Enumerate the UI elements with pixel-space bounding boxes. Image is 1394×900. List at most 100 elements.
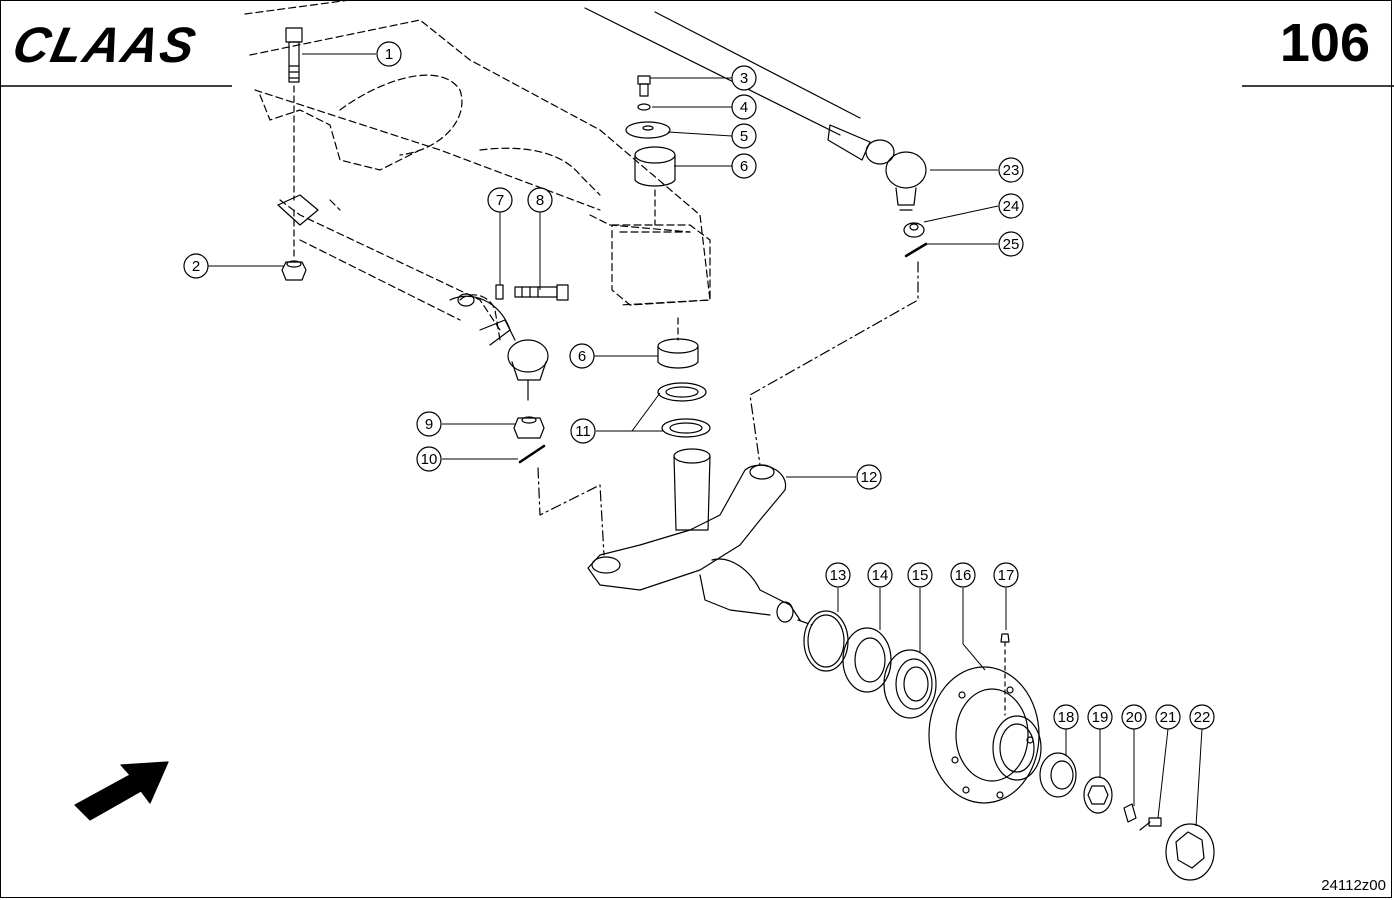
bolt-1 [285,27,303,83]
callout-label: 11 [575,423,591,440]
callout-circle [1053,704,1079,730]
callout-label: 7 [496,192,504,209]
bolt-3 [637,75,651,97]
callout-20: 20 [1121,704,1147,730]
callout-22: 22 [1189,704,1215,730]
callout-circle [416,411,442,437]
callout-8: 8 [527,187,553,213]
callout-18: 18 [1053,704,1079,730]
bearing-15 [883,649,937,719]
hub-nut-19 [1083,776,1113,814]
callout-9: 9 [416,411,442,437]
callout-circle [856,464,882,490]
callout-circle [867,562,893,588]
bolt-21 [1139,817,1162,831]
bolt-8 [514,284,569,301]
callout-circle [376,41,402,67]
callout-label: 6 [578,348,586,365]
callout-1: 1 [376,41,402,67]
callout-label: 21 [1160,709,1177,726]
callout-circle [183,253,209,279]
steering-cylinder [277,194,516,346]
callout-17: 17 [993,562,1019,588]
callout-circle [950,562,976,588]
callout-label: 10 [421,451,438,468]
callout-label: 24 [1003,198,1020,215]
steering-knuckle-12 [587,448,801,623]
pin-7 [495,284,504,300]
callout-label: 17 [998,567,1015,584]
callout-label: 4 [740,99,748,116]
callout-11: 11 [570,418,596,444]
leader-lines [208,53,1203,827]
callout-circle [1155,704,1181,730]
tie-rod [584,7,871,161]
callout-label: 18 [1058,709,1075,726]
page-number: 106 [1279,13,1370,73]
cover-plate-5 [625,121,671,139]
callout-10: 10 [416,446,442,472]
hub-cap-22 [1165,823,1215,881]
callout-circle [570,418,596,444]
callout-circle [998,157,1024,183]
castle-nut-24 [903,222,925,238]
callout-circle [1087,704,1113,730]
callout-label: 12 [861,469,878,486]
callout-circle [731,123,757,149]
callout-21: 21 [1155,704,1181,730]
callout-6: 6 [731,153,757,179]
callout-circle [998,231,1024,257]
callout-circle [731,65,757,91]
callout-label: 6 [740,158,748,175]
callout-circle [569,343,595,369]
callout-12: 12 [856,464,882,490]
callout-label: 13 [830,567,847,584]
callout-circle [527,187,553,213]
assembly-guide-lines [537,261,919,626]
drawing-id: 24112z00 [1321,877,1386,894]
ball-joint [507,339,549,401]
knuckle-housing [611,224,711,306]
callout-5: 5 [731,123,757,149]
callout-label: 25 [1003,236,1020,253]
callout-circle [416,446,442,472]
callout-label: 3 [740,70,748,87]
axle-beam [244,0,711,341]
castle-nut-9 [513,416,545,439]
grease-nipple-17 [1000,633,1010,716]
callout-label: 5 [740,128,748,145]
callout-circle [1121,704,1147,730]
split-pin-25 [904,242,928,258]
callout-7: 7 [487,187,513,213]
callout-label: 23 [1003,162,1020,179]
callout-2: 2 [183,253,209,279]
o-ring-13 [803,610,849,672]
callout-25: 25 [998,231,1024,257]
callout-circle [907,562,933,588]
split-pin-10 [518,444,546,464]
tie-rod-end [865,139,927,211]
thrust-washers-11 [657,382,711,438]
bushing-6-upper [634,146,676,187]
wheel-hub-16 [928,666,1042,804]
callout-label: 8 [536,192,544,209]
callout-label: 2 [192,258,200,275]
nut-2 [281,260,307,281]
callout-circle [731,94,757,120]
lock-plate-20 [1123,803,1137,823]
callout-13: 13 [825,562,851,588]
callout-16: 16 [950,562,976,588]
callout-label: 19 [1092,709,1109,726]
bearing-18 [1039,752,1077,798]
callout-label: 14 [872,567,889,584]
bushing-6-lower [657,317,699,369]
callout-3: 3 [731,65,757,91]
callout-circle [825,562,851,588]
direction-arrow-icon [74,761,169,821]
callout-24: 24 [998,193,1024,219]
callout-circle [731,153,757,179]
callout-23: 23 [998,157,1024,183]
callout-label: 16 [955,567,972,584]
